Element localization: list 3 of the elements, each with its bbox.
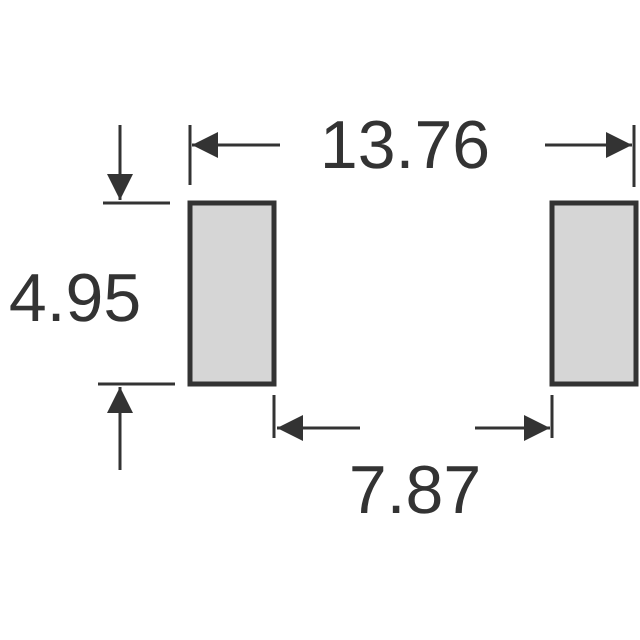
dimension-label: 7.87: [348, 456, 482, 524]
dimension-label: 13.76: [320, 111, 490, 179]
dimension-label: 4.95: [8, 264, 142, 332]
